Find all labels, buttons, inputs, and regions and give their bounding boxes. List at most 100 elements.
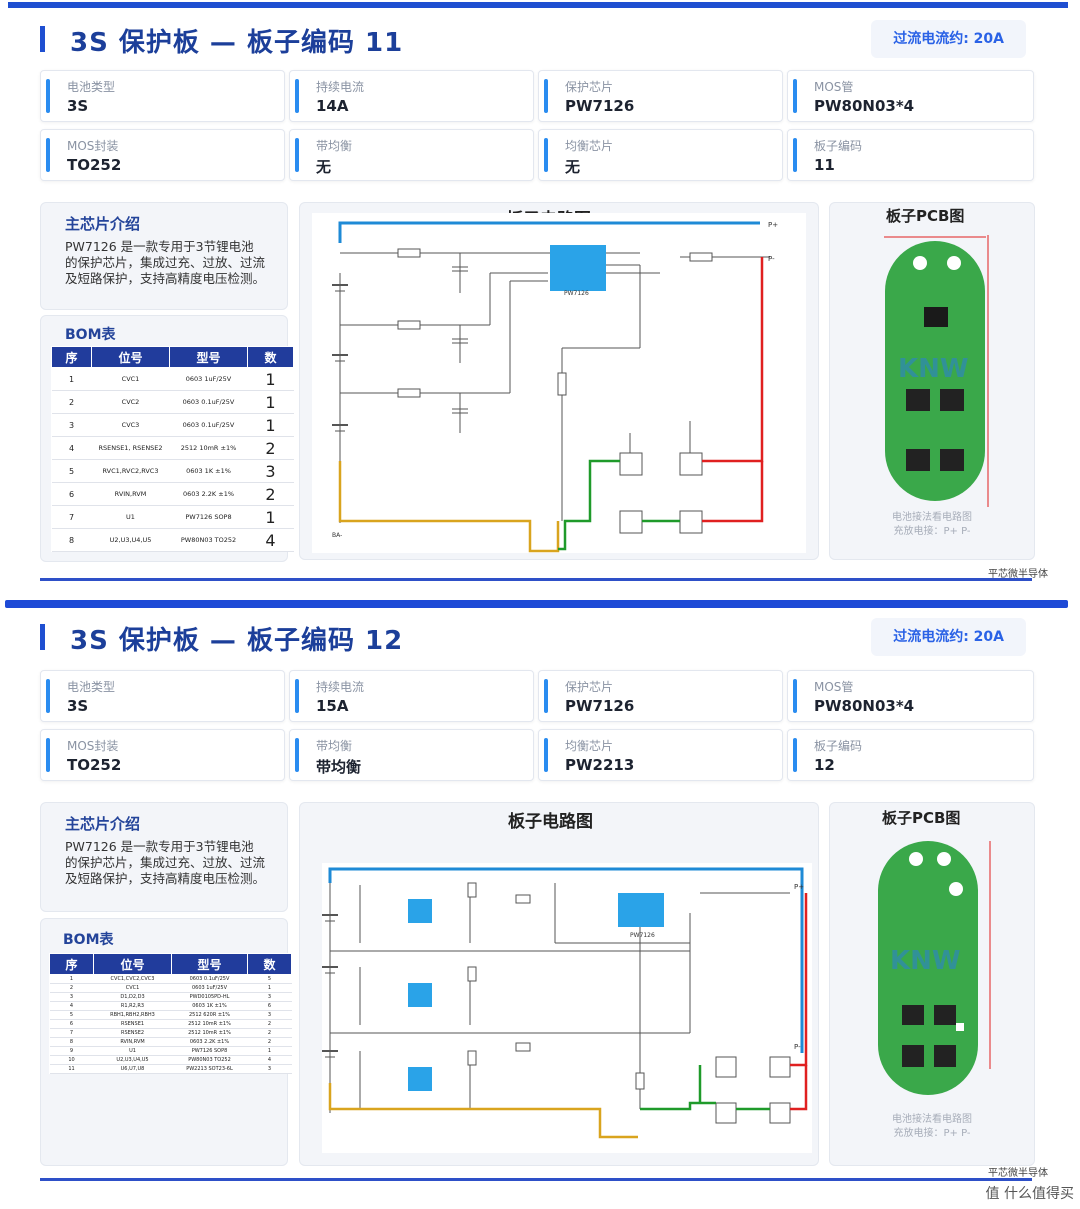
pcb-card: 板子PCB图 KNW 电池接法看电路图 充放电接：P+ P- xyxy=(829,202,1035,560)
bom-col-seq: 序 xyxy=(49,953,94,975)
chip-intro-text: PW7126 是一款专用于3节锂电池的保护芯片，集成过充、过放、过流及短路保护，… xyxy=(65,239,266,286)
bom-ref: U1 xyxy=(93,1046,172,1056)
bom-qty: 1 xyxy=(247,390,294,414)
brand-label: 平芯微半导体 xyxy=(988,1168,1048,1179)
circuit-diagram-11: PW7126 P+ P- BA- xyxy=(312,213,806,553)
bom-ref: U1 xyxy=(91,505,170,529)
bom-model: PW2213 SOT23-6L xyxy=(171,1064,248,1074)
bom-qty: 6 xyxy=(247,1001,292,1011)
bom-ref: CVC3 xyxy=(91,413,170,437)
bom-model: 0603 1K ±1% xyxy=(171,1001,248,1011)
bom-qty: 3 xyxy=(247,459,294,483)
panel-bottom-line xyxy=(40,1178,1032,1181)
bom-ref: RVIN,RVM xyxy=(93,1037,172,1047)
bom-seq: 7 xyxy=(49,1028,94,1038)
pcb-image-11: KNW xyxy=(884,235,989,507)
bom-model: 0603 2.2K ±1% xyxy=(171,1037,248,1047)
chip-intro-title: 主芯片介绍 xyxy=(65,815,141,833)
bom-ref: R1,R2,R3 xyxy=(93,1001,172,1011)
bom-col-model: 型号 xyxy=(169,346,248,368)
bom-col-ref: 位号 xyxy=(91,346,170,368)
overcurrent-badge: 过流电流约: 20A xyxy=(871,20,1026,58)
bom-model: 2512 10mR ±1% xyxy=(169,436,248,460)
bom-qty: 2 xyxy=(247,1037,292,1047)
bom-model: 0603 0.1uF/25V xyxy=(169,413,248,437)
bom-col-ref: 位号 xyxy=(93,953,172,975)
bom-ref: U6,U7,U8 xyxy=(93,1064,172,1074)
bom-ref: RVC1,RVC2,RVC3 xyxy=(91,459,170,483)
bom-model: PW7126 SOP8 xyxy=(171,1046,248,1056)
bom-seq: 1 xyxy=(51,367,92,391)
bom-qty: 1 xyxy=(247,413,294,437)
bom-ref: CVC1 xyxy=(93,983,172,993)
bom-ref: CVC1,CVC2,CVC3 xyxy=(93,974,172,984)
bom-seq: 1 xyxy=(49,974,94,984)
svg-text:BA-: BA- xyxy=(332,532,342,539)
bom-qty: 3 xyxy=(247,1064,292,1074)
bom-qty: 3 xyxy=(247,992,292,1002)
panel-title: 3S 保护板 — 板子编码 11 xyxy=(70,28,404,58)
svg-text:KNW: KNW xyxy=(890,946,961,976)
panel-separator xyxy=(5,600,1068,608)
bom-qty: 5 xyxy=(247,974,292,984)
bom-qty: 1 xyxy=(247,367,294,391)
bom-qty: 3 xyxy=(247,1010,292,1020)
pcb-card: 板子PCB图 KNW 电池接法看电路图 充放电接：P+ P- xyxy=(829,802,1035,1166)
bom-col-qty: 数 xyxy=(247,953,292,975)
bom-model: 0603 1uF/25V xyxy=(171,983,248,993)
bom-model: PW7126 SOP8 xyxy=(169,505,248,529)
bom-seq: 4 xyxy=(49,1001,94,1011)
bom-qty: 1 xyxy=(247,505,294,529)
bom-qty: 4 xyxy=(247,528,294,552)
bom-qty: 2 xyxy=(247,1028,292,1038)
bom-seq: 8 xyxy=(51,528,92,552)
title-accent-bar xyxy=(40,26,45,52)
svg-text:P-: P- xyxy=(794,1043,801,1051)
bom-title: BOM表 xyxy=(65,327,116,343)
overcurrent-badge: 过流电流约: 20A xyxy=(871,618,1026,656)
spec-balancing: 带均衡带均衡 xyxy=(289,729,534,781)
bom-ref: CVC1 xyxy=(91,367,170,391)
bom-ref: RVIN,RVM xyxy=(91,482,170,506)
svg-text:PW7126: PW7126 xyxy=(630,932,655,939)
bom-seq: 10 xyxy=(49,1055,94,1065)
panel-header: 3S 保护板 — 板子编码 11 过流电流约: 20A xyxy=(40,20,1032,60)
pcb-note: 电池接法看电路图 充放电接：P+ P- xyxy=(892,1114,972,1139)
brand-label: 平芯微半导体 xyxy=(988,569,1048,580)
bom-model: 0603 2.2K ±1% xyxy=(169,482,248,506)
bom-qty: 2 xyxy=(247,482,294,506)
panel-header: 3S 保护板 — 板子编码 12 过流电流约: 20A xyxy=(40,618,1032,658)
bom-col-seq: 序 xyxy=(51,346,92,368)
bom-seq: 9 xyxy=(49,1046,94,1056)
bom-col-qty: 数 xyxy=(247,346,294,368)
bom-seq: 8 xyxy=(49,1037,94,1047)
bom-title: BOM表 xyxy=(63,932,114,948)
top-accent-bar xyxy=(8,2,1068,8)
bom-model: 0603 0.1uF/25V xyxy=(171,974,248,984)
bom-ref: D1,D2,D3 xyxy=(93,992,172,1002)
